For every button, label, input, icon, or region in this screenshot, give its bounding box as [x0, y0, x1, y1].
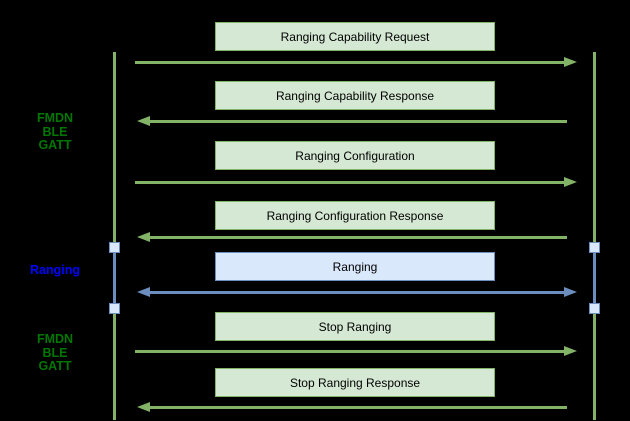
ranging-active-segment-right	[593, 247, 596, 309]
message-box-stop-ranging-response: Stop Ranging Response	[215, 368, 495, 397]
activation-marker-left-top	[109, 242, 120, 253]
section-label-line: FMDN	[36, 332, 74, 346]
section-label-line: BLE	[42, 124, 68, 139]
arrow-shaft	[149, 290, 564, 294]
arrowhead-left-icon	[137, 115, 150, 126]
section-label-line: GATT	[38, 359, 72, 373]
arrow-shaft	[135, 60, 565, 64]
arrow-shaft	[135, 349, 565, 353]
message-box-ranging-configuration-response: Ranging Configuration Response	[215, 201, 495, 230]
activation-marker-right-bottom	[589, 303, 600, 314]
message-box-ranging-capability-response: Ranging Capability Response	[215, 81, 495, 110]
lifeline-left	[113, 52, 116, 420]
arrowhead-right-icon	[564, 286, 577, 297]
message-box-ranging: Ranging	[215, 252, 495, 281]
section-label-line: FMDN	[36, 111, 74, 125]
message-box-stop-ranging: Stop Ranging	[215, 312, 495, 341]
arrow-shaft	[149, 119, 567, 123]
arrow-shaft	[135, 180, 565, 184]
section-label-line: GATT	[38, 138, 72, 152]
arrowhead-left-icon	[137, 231, 150, 242]
section-label-fmdn-ble-gatt-top: FMDN BLE GATT	[10, 111, 100, 153]
activation-marker-right-top	[589, 242, 600, 253]
message-box-ranging-configuration: Ranging Configuration	[215, 141, 495, 170]
lifeline-right	[593, 52, 596, 420]
section-label-line: BLE	[42, 345, 68, 360]
ranging-active-segment-left	[113, 247, 116, 309]
section-label-line: Ranging	[30, 263, 80, 277]
section-label-fmdn-ble-gatt-bottom: FMDN BLE GATT	[10, 332, 100, 374]
message-box-ranging-capability-request: Ranging Capability Request	[215, 22, 495, 51]
arrowhead-right-icon	[564, 56, 577, 67]
arrowhead-right-icon	[564, 176, 577, 187]
arrowhead-left-icon	[137, 401, 150, 412]
arrowhead-left-icon	[137, 286, 150, 297]
activation-marker-left-bottom	[109, 303, 120, 314]
section-label-ranging: Ranging	[10, 263, 100, 278]
arrowhead-right-icon	[564, 345, 577, 356]
arrow-shaft	[149, 405, 567, 409]
arrow-shaft	[149, 235, 567, 239]
